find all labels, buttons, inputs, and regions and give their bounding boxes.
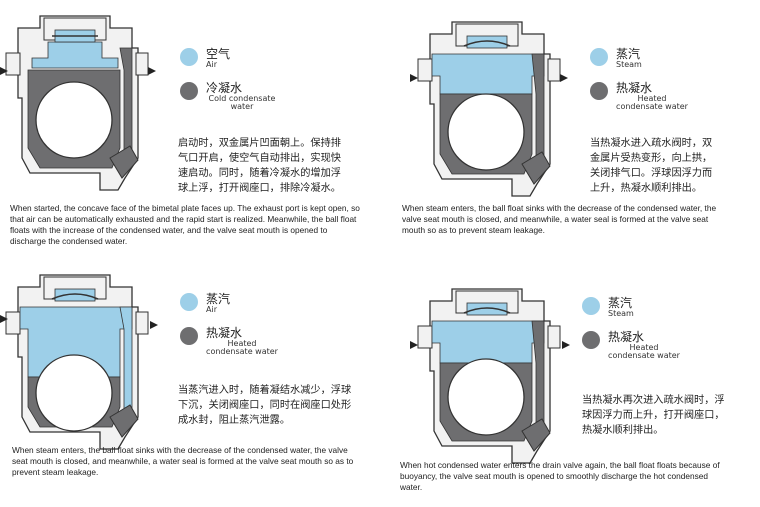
inlet-arrow-icon [0,315,8,323]
steam-swatch [590,48,608,66]
legend-zh: 蒸汽 [608,296,633,310]
chinese-description: 当热凝水进入疏水阀时，双金属片受热变形，向上拱，关闭排气口。浮球因浮力而上升，热… [590,138,713,194]
legend-zh: 蒸汽 [616,47,641,61]
air-swatch [180,48,198,66]
legend-zh: 冷凝水 [206,81,243,95]
steam-swatch [180,293,198,311]
english-description: When steam enters, the ball float sinks … [402,203,717,235]
outlet-arrow-icon [150,321,158,329]
condensate-swatch [582,331,600,349]
legend-en: Cold condensate water [208,93,276,111]
chinese-description: 启动时，双金属片凹面朝上。保持排气口开启，使空气自动排出，实现快速启动。同时，随… [178,138,341,194]
legend-zh: 热凝水 [608,330,645,344]
steam-trap-diagram-4 [417,288,561,464]
inlet-arrow-icon [0,67,8,75]
outlet-arrow-icon [148,67,156,75]
english-description: When steam enters, the ball float sinks … [12,445,354,477]
legend-en: Heated condensate water [206,338,278,356]
legend-en: Air [206,304,217,314]
condensate-swatch [590,82,608,100]
legend-zh: 蒸汽 [206,292,231,306]
steam-trap-diagram-2 [417,21,561,197]
legend-zh: 热凝水 [206,326,243,340]
legend-zh: 热凝水 [616,81,653,95]
chinese-description: 当蒸汽进入时，随着凝结水减少，浮球下沉，关闭阀座口，同时在阀座口处形成水封，阻止… [178,385,352,426]
steam-trap-diagram-1 [5,15,149,191]
inlet-arrow-icon [410,74,418,82]
steam-swatch [582,297,600,315]
legend-en: Steam [616,59,642,69]
condensate-swatch [180,82,198,100]
steam-trap-diagram-3 [5,274,149,450]
condensate-swatch [180,327,198,345]
outlet-arrow-icon [562,341,570,349]
english-description: When started, the concave face of the bi… [10,203,360,246]
legend-zh: 空气 [206,47,231,61]
legend-en: Air [206,59,217,69]
legend-en: Steam [608,308,634,318]
inlet-arrow-icon [410,341,418,349]
legend-en: Heated condensate water [608,342,680,360]
english-description: When hot condensed water enters the drai… [400,460,720,492]
outlet-arrow-icon [560,74,568,82]
chinese-description: 当热凝水再次进入疏水阀时，浮球因浮力而上升，打开阀座口，热凝水顺利排出。 [582,395,725,436]
legend-en: Heated condensate water [616,93,688,111]
